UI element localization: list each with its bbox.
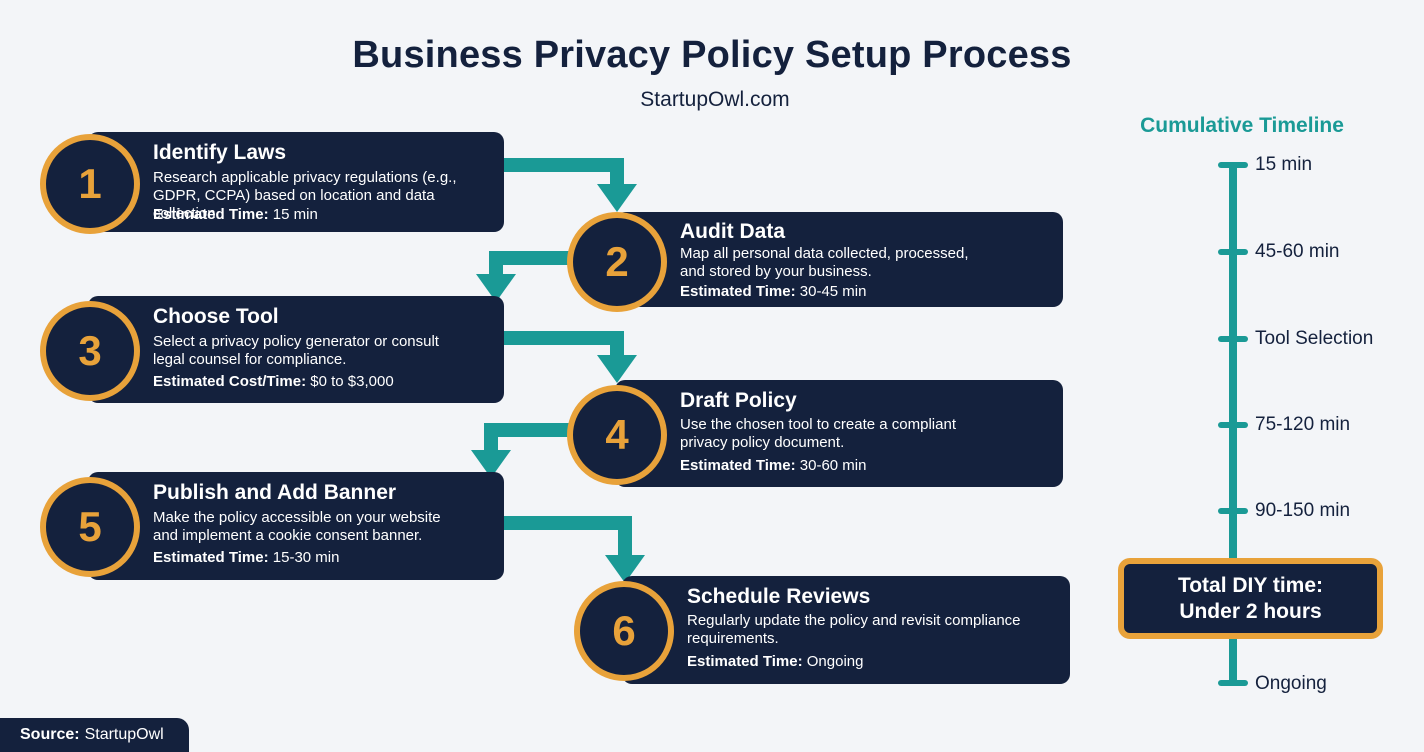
step-estimate: Estimated Cost/Time: $0 to $3,000 [153,373,394,390]
step-estimate: Estimated Time: 15 min [153,206,318,223]
source-value: StartupOwl [84,726,164,743]
step-card-5: Publish and Add Banner Make the policy a… [88,472,504,580]
timeline-marker-label: 90-150 min [1255,500,1351,521]
step-card-6: Schedule Reviews Regularly update the po… [622,576,1070,684]
source-label: Source: [20,726,80,743]
arrow-2-to-3 [489,251,570,276]
step-title: Audit Data [680,220,785,243]
total-time-line-1: Total DIY time: [1177,573,1324,597]
step-number-5: 5 [40,477,140,577]
step-estimate: Estimated Time: 30-45 min [680,283,866,300]
arrowhead-2 [597,184,637,212]
estimate-value: 30-45 min [799,283,867,300]
step-card-2: Audit Data Map all personal data collect… [615,212,1063,307]
timeline-marker-label: 75-120 min [1255,414,1351,435]
step-description: Select a privacy policy generator or con… [153,333,439,368]
estimate-label: Estimated Time: [153,549,269,566]
step-number-3: 3 [40,301,140,401]
arrow-3-to-4 [500,331,624,357]
step-description: Research applicable privacy regulations … [153,169,457,222]
step-description: Make the policy accessible on your websi… [153,509,441,544]
step-estimate: Estimated Time: 30-60 min [680,457,866,474]
step-description: Use the chosen tool to create a complian… [680,416,956,451]
step-number-2: 2 [567,212,667,312]
arrow-4-to-5 [484,423,570,452]
step-estimate: Estimated Time: Ongoing [687,653,863,670]
step-estimate: Estimated Time: 15-30 min [153,549,339,566]
estimate-value: 30-60 min [799,457,867,474]
step-title: Publish and Add Banner [153,481,397,504]
step-title: Draft Policy [680,389,797,412]
step-card-4: Draft Policy Use the chosen tool to crea… [615,380,1063,487]
arrow-5-to-6 [500,516,632,557]
step-description: Map all personal data collected, process… [680,245,969,280]
estimate-label: Estimated Time: [680,457,796,474]
page-title: Business Privacy Policy Setup Process [352,34,1072,76]
estimate-value: 15 min [272,206,318,223]
estimate-label: Estimated Time: [153,206,269,223]
timeline-title: Cumulative Timeline [1140,114,1344,137]
step-card-1: Identify Laws Research applicable privac… [88,132,504,232]
arrowhead-5 [471,450,511,478]
arrow-1-to-2 [500,158,624,187]
source-credit: Source: StartupOwl [0,718,189,752]
timeline-marker-label: Tool Selection [1255,328,1374,349]
step-title: Choose Tool [153,305,279,328]
step-card-3: Choose Tool Select a privacy policy gene… [88,296,504,403]
timeline-marker-label: Ongoing [1255,673,1327,694]
total-time-box: Total DIY time: Under 2 hours [1118,558,1383,639]
estimate-value: Ongoing [806,653,864,670]
arrowhead-3 [476,274,516,302]
estimate-value: $0 to $3,000 [310,373,394,390]
estimate-label: Estimated Time: [687,653,803,670]
estimate-label: Estimated Time: [680,283,796,300]
timeline-marker-label: 15 min [1255,154,1313,175]
arrowhead-6 [605,555,645,583]
step-description: Regularly update the policy and revisit … [687,612,1021,647]
total-time-line-2: Under 2 hours [1179,599,1322,623]
arrowhead-4 [597,355,637,383]
page-subtitle: StartupOwl.com [640,88,790,111]
step-number-6: 6 [574,581,674,681]
estimate-value: 15-30 min [272,549,340,566]
estimate-label: Estimated Cost/Time: [153,373,307,390]
step-number-1: 1 [40,134,140,234]
timeline-marker-label: 45-60 min [1255,241,1340,262]
step-number-4: 4 [567,385,667,485]
step-title: Schedule Reviews [687,585,871,608]
step-title: Identify Laws [153,141,287,164]
